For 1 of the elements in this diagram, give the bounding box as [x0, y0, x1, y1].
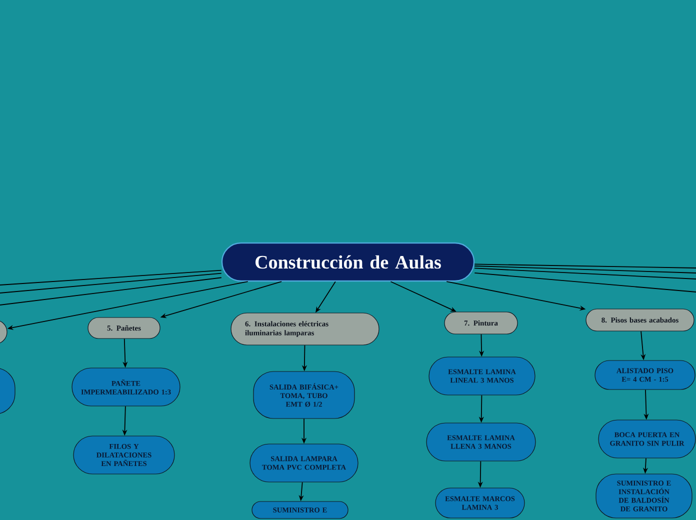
title-box: Construcción de Aulas	[221, 242, 475, 282]
